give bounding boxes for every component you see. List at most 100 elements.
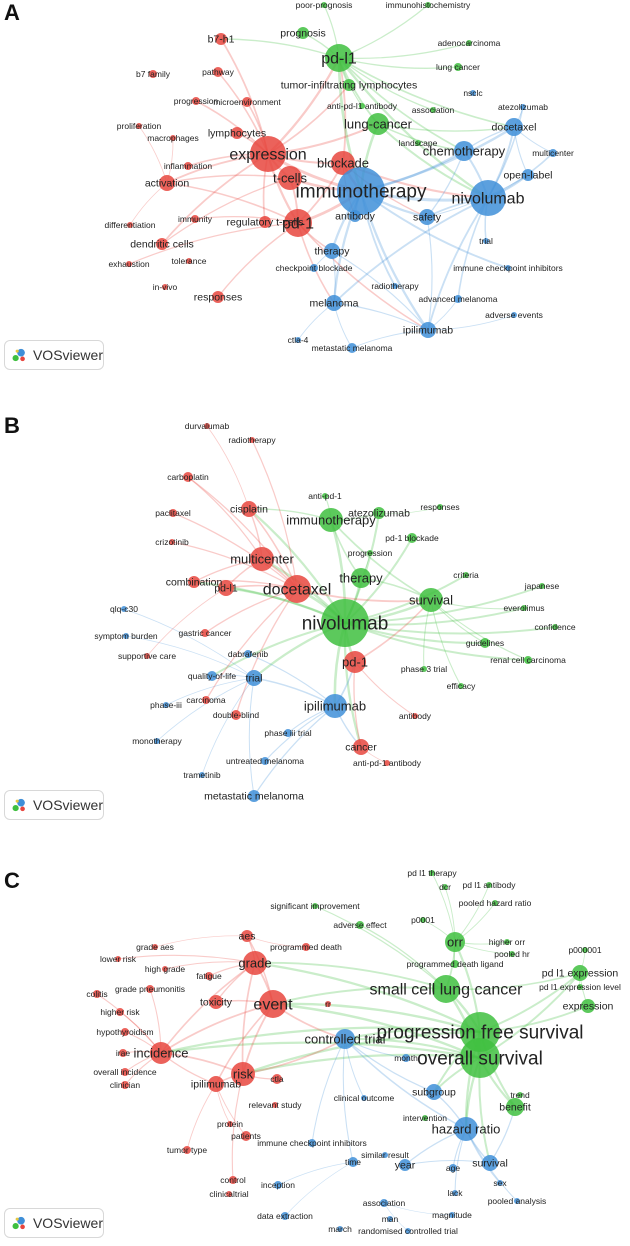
node-ipilimumab[interactable] xyxy=(323,694,347,718)
node-confidence[interactable] xyxy=(552,624,558,630)
node-survival[interactable] xyxy=(482,1155,498,1171)
node-randomised-controlled-trial[interactable] xyxy=(405,1228,411,1234)
vosviewer-badge-b[interactable]: VOSviewer xyxy=(4,790,104,820)
node-pd-1-blockade[interactable] xyxy=(407,533,417,543)
node-landscape[interactable] xyxy=(415,140,421,146)
node-metastatic-melanoma[interactable] xyxy=(248,790,260,802)
node-therapy[interactable] xyxy=(324,243,340,259)
vosviewer-badge-a[interactable]: VOSviewer xyxy=(4,340,104,370)
node-adverse-effect[interactable] xyxy=(356,921,364,929)
node-immunotherapy[interactable] xyxy=(337,167,385,215)
node-data-extraction[interactable] xyxy=(281,1212,289,1220)
node-antibody[interactable] xyxy=(412,713,418,719)
node-paclitaxel[interactable] xyxy=(169,509,177,517)
node-intervention[interactable] xyxy=(422,1115,428,1121)
node-orr[interactable] xyxy=(445,932,465,952)
node-multicenter[interactable] xyxy=(549,149,557,157)
node-trial[interactable] xyxy=(246,670,262,686)
node-checkpoint-blockade[interactable] xyxy=(310,264,318,272)
node-supportive-care[interactable] xyxy=(144,653,150,659)
node-adenocarcinoma[interactable] xyxy=(466,40,472,46)
node-phase-iii-trial[interactable] xyxy=(284,729,292,737)
node-phase-3-trial[interactable] xyxy=(421,666,427,672)
node-patients[interactable] xyxy=(241,1131,251,1141)
network-b[interactable]: durvalumabradiotherapycarboplatinpaclita… xyxy=(0,413,630,828)
node-inflammation[interactable] xyxy=(184,162,192,170)
node-blockade[interactable] xyxy=(331,151,355,175)
node-lymphocytes[interactable] xyxy=(231,127,243,139)
node-immunity[interactable] xyxy=(191,215,199,223)
node-phase-iii[interactable] xyxy=(163,702,169,708)
node-regulatory-t-cells[interactable] xyxy=(259,216,271,228)
node-safety[interactable] xyxy=(419,209,435,225)
node-irae[interactable] xyxy=(119,1049,127,1057)
node-inception[interactable] xyxy=(274,1181,282,1189)
node-dcr[interactable] xyxy=(442,884,448,890)
node-clinical-outcome[interactable] xyxy=(361,1095,367,1101)
node-nsclc[interactable] xyxy=(470,90,476,96)
node-radiotherapy[interactable] xyxy=(392,283,398,289)
node-progression[interactable] xyxy=(367,550,373,556)
node-higher-risk[interactable] xyxy=(116,1008,124,1016)
node-trend[interactable] xyxy=(517,1092,523,1098)
node-guidelines[interactable] xyxy=(480,638,490,648)
node-hypothyroidism[interactable] xyxy=(121,1028,129,1036)
node-programmed-death-ligand[interactable] xyxy=(451,960,459,968)
node-grade[interactable] xyxy=(243,951,267,975)
node-activation[interactable] xyxy=(159,175,175,191)
node-gastric-cancer[interactable] xyxy=(201,629,209,637)
node-p0001[interactable] xyxy=(420,917,426,923)
node-pd-1[interactable] xyxy=(284,209,312,237)
node-untreated-melanoma[interactable] xyxy=(261,757,269,765)
node-t-cells[interactable] xyxy=(278,166,302,190)
node-trametinib[interactable] xyxy=(199,772,205,778)
node-tolerance[interactable] xyxy=(186,258,192,264)
node-small-cell-lung-cancer[interactable] xyxy=(432,975,460,1003)
node-fatigue[interactable] xyxy=(205,972,213,980)
node-monotherapy[interactable] xyxy=(154,738,160,744)
node-symptom-burden[interactable] xyxy=(123,633,129,639)
node-double-blind[interactable] xyxy=(231,710,241,720)
node-chemotherapy[interactable] xyxy=(454,141,474,161)
node-event[interactable] xyxy=(259,990,287,1018)
node-ipilimumab[interactable] xyxy=(420,322,436,338)
node-nivolumab[interactable] xyxy=(470,180,506,216)
node-time[interactable] xyxy=(348,1157,358,1167)
node-trial[interactable] xyxy=(483,238,489,244)
node-tumor-infiltrating-lymphocytes[interactable] xyxy=(343,79,355,91)
node-carboplatin[interactable] xyxy=(183,472,193,482)
node-anti-pd-1-antibody[interactable] xyxy=(384,760,390,766)
node-renal-cell-carcinoma[interactable] xyxy=(524,656,532,664)
node-higher-orr[interactable] xyxy=(504,939,510,945)
node-expression[interactable] xyxy=(581,999,595,1013)
node-relevant-study[interactable] xyxy=(272,1102,278,1108)
node-anti-pd-l1-antibody[interactable] xyxy=(359,103,365,109)
node-immunohistochemistry[interactable] xyxy=(425,2,431,8)
node-therapy[interactable] xyxy=(351,568,371,588)
node-expression[interactable] xyxy=(250,136,286,172)
node-proliferation[interactable] xyxy=(136,123,142,129)
node-advanced-melanoma[interactable] xyxy=(454,295,462,303)
node-lower-risk[interactable] xyxy=(115,956,121,962)
node-risk[interactable] xyxy=(231,1062,255,1086)
node-dabrafenib[interactable] xyxy=(244,650,252,658)
node-quality-of-life[interactable] xyxy=(207,671,217,681)
node-sex[interactable] xyxy=(497,1180,503,1186)
node-march[interactable] xyxy=(337,1226,343,1232)
node-in-vivo[interactable] xyxy=(162,284,168,290)
node-everolimus[interactable] xyxy=(521,605,527,611)
node-dendritic-cells[interactable] xyxy=(156,238,168,250)
node-clinician[interactable] xyxy=(121,1081,129,1089)
node-b7-h1[interactable] xyxy=(215,33,227,45)
node-rr[interactable] xyxy=(325,1001,331,1007)
node-ipilimumab[interactable] xyxy=(208,1076,224,1092)
node-differentiation[interactable] xyxy=(127,222,133,228)
node-ctla-4[interactable] xyxy=(295,337,301,343)
node-immune-checkpoint-inhibitors[interactable] xyxy=(505,265,511,271)
node-microenvironment[interactable] xyxy=(242,97,252,107)
node-magnitude[interactable] xyxy=(449,1212,455,1218)
node-open-label[interactable] xyxy=(522,169,534,181)
node-pooled-hazard-ratio[interactable] xyxy=(492,900,498,906)
